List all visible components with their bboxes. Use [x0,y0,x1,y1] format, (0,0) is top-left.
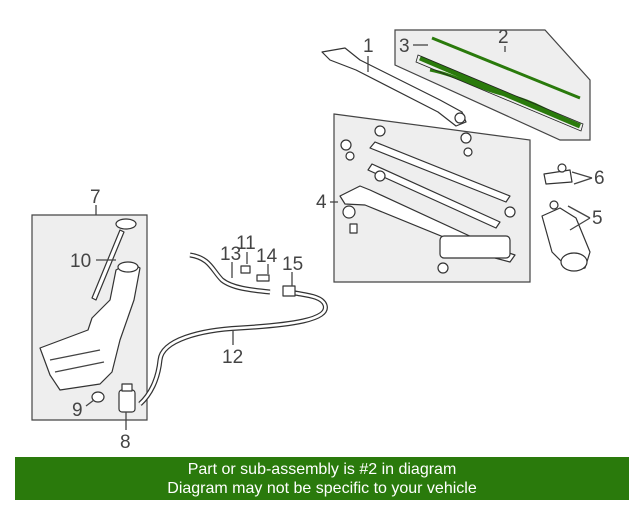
linkage-bushing-1 [374,125,386,137]
hose-clip-part[interactable] [256,274,270,282]
linkage-bushing-8 [342,205,356,219]
washer-tube-group [138,252,328,406]
wiper-blade-group [394,29,591,141]
leader-9 [85,399,95,407]
linkage-rod-upper [369,141,511,203]
reservoir-rib [49,349,105,373]
leader-5b [569,217,591,231]
wiper-arm-pivot [454,112,466,124]
wiper-blade-frame [429,68,576,126]
callout-numbers: 1 2 3 4 5 6 7 8 9 10 11 12 13 14 15 [70,27,605,453]
washer-reservoir[interactable] [39,261,141,391]
callout-2: 2 [498,27,509,48]
motor-shaft [549,200,559,210]
washer-dipstick[interactable] [91,229,125,301]
washer-pump-group [91,383,136,413]
banner-line-1: Part or sub-assembly is #2 in diagram [187,461,457,478]
callout-8: 8 [120,432,131,453]
callout-12: 12 [222,347,243,368]
callout-14: 14 [256,246,278,267]
washer-cap-part[interactable] [115,218,137,230]
leader-lines [85,44,593,430]
linkage-motor-mount [439,235,511,259]
callout-6: 6 [594,168,605,189]
pivot-cap-part[interactable] [543,169,573,185]
info-banner: Part or sub-assembly is #2 in diagram Di… [15,457,629,500]
pump-grommet-part[interactable] [91,391,105,403]
linkage-bushing-6 [374,170,386,182]
wiper-arm-group [321,47,467,127]
reservoir-filler-neck [117,261,139,273]
callout-13: 13 [220,244,241,265]
callout-7: 7 [90,187,101,208]
washer-pump-connector [121,383,133,392]
tube-connector-part[interactable] [282,285,296,297]
linkage-bushing-9 [349,223,358,234]
linkage-rod-middle [367,163,501,229]
pivot-nut [557,163,567,173]
parts-diagram: 1 2 3 4 5 6 7 8 9 10 11 12 13 14 15 [31,27,605,453]
linkage-bushing-7 [504,206,516,218]
callout-10: 10 [70,251,91,272]
linkage-group [333,113,531,283]
motor-group [541,163,591,272]
callout-3: 3 [399,36,410,57]
callout-5: 5 [592,208,603,229]
hose-joint-part[interactable] [240,265,251,274]
wiper-blade-panel [394,29,591,141]
linkage-bushing-5 [463,147,473,157]
wiper-blade-frame-outline [415,54,584,132]
washer-pump-part[interactable] [118,389,136,413]
linkage-bushing-10 [437,262,449,274]
washer-tank-group [31,214,148,421]
wiper-motor-end [560,252,588,272]
linkage-bushing-2 [340,139,352,151]
washer-hose-upper-inner [189,253,271,294]
callout-11: 11 [236,233,256,254]
wiper-blade-refill[interactable] [431,36,581,100]
callout-15: 15 [282,254,303,275]
callout-1: 1 [363,36,374,57]
leader-5a [567,205,591,219]
linkage-bushing-4 [460,132,472,144]
washer-tube-inner [139,291,327,405]
leader-6b [573,177,593,185]
wiper-arm-part[interactable] [321,47,467,127]
leader-6a [571,171,593,179]
callout-9: 9 [72,400,83,421]
callout-4: 4 [316,192,327,213]
banner-line-2: Diagram may not be specific to your vehi… [167,480,477,497]
linkage-bushing-3 [345,151,355,161]
